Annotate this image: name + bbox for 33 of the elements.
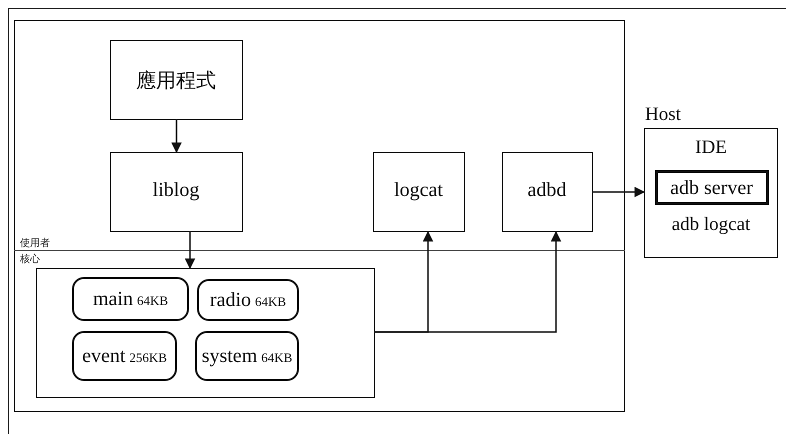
buffer-size: 64KB xyxy=(255,294,286,310)
buffer-size: 256KB xyxy=(129,350,167,366)
arrow xyxy=(171,120,182,154)
box-label: event xyxy=(82,344,126,368)
process-box xyxy=(372,152,464,232)
log-buffer xyxy=(197,279,299,321)
process-box xyxy=(502,152,592,232)
layer-label: 核心 xyxy=(20,252,40,266)
box-label: 應用程式 xyxy=(136,69,216,94)
box-label: adb server xyxy=(670,176,753,200)
log-buffer xyxy=(72,277,189,321)
box-label: adbd xyxy=(528,179,566,202)
box-label: main xyxy=(92,288,133,310)
process-box xyxy=(110,152,242,232)
arrow xyxy=(375,230,562,333)
frame-box xyxy=(36,268,374,398)
process-box xyxy=(654,170,768,204)
log-buffer xyxy=(72,331,177,381)
process-box xyxy=(110,40,242,120)
log-buffer xyxy=(195,331,299,381)
host-text: IDE xyxy=(694,137,728,159)
arrow xyxy=(184,232,196,270)
buffer-size: 64KB xyxy=(136,292,168,308)
layer-label: 使用者 xyxy=(20,236,50,250)
host-text: adb logcat xyxy=(670,214,752,236)
host-heading: Host xyxy=(645,104,681,126)
box-label: radio xyxy=(210,288,252,312)
box-label: logcat xyxy=(394,179,443,202)
box-label: liblog xyxy=(152,179,200,202)
buffer-size: 64KB xyxy=(261,350,292,366)
device-frame xyxy=(14,20,625,412)
box-label: system xyxy=(202,344,258,368)
arrow xyxy=(593,186,646,198)
